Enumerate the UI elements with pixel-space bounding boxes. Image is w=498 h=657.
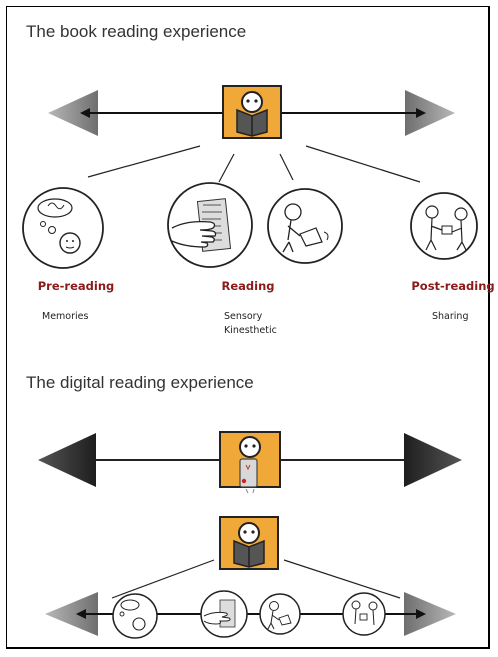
digital-right-arrowhead — [404, 433, 462, 487]
digital-left-arrowhead — [38, 433, 96, 487]
people-sharing-icon — [410, 192, 478, 260]
book-left-arrowhead — [48, 90, 98, 136]
stage-reading: Reading — [221, 279, 275, 293]
reader-book-icon-digital — [219, 516, 279, 570]
digital-section-title: The digital reading experience — [26, 373, 254, 392]
reading-detail-kinesthetic: Kinesthetic — [224, 325, 277, 336]
thought-bubble-icon — [22, 187, 104, 269]
person-reading-icon-small — [259, 593, 301, 635]
digital-left-arrowhead-2 — [45, 592, 98, 636]
book-right-arrowhead — [405, 90, 455, 136]
post-reading-detail-sharing: Sharing — [432, 311, 469, 322]
digital-timeline-2 — [45, 592, 456, 636]
reading-detail-sensory: Sensory — [224, 311, 263, 322]
reader-book-icon — [222, 85, 282, 139]
stage-post-reading: Post-reading — [411, 279, 495, 293]
stage-pre-reading: Pre-reading — [37, 279, 115, 293]
book-connectors — [87, 145, 421, 183]
thought-bubble-icon-small — [112, 593, 158, 639]
people-sharing-icon-small — [342, 592, 386, 636]
book-section-title: The book reading experience — [26, 22, 247, 41]
pre-reading-detail-memories: Memories — [42, 311, 89, 322]
person-reading-icon — [267, 188, 343, 264]
digital-right-arrowhead-2 — [404, 592, 456, 636]
hand-touch-icon-small — [200, 590, 248, 638]
digital-connectors-2 — [111, 559, 401, 599]
reader-phone-icon — [219, 431, 281, 494]
hand-touch-icon — [167, 182, 253, 268]
